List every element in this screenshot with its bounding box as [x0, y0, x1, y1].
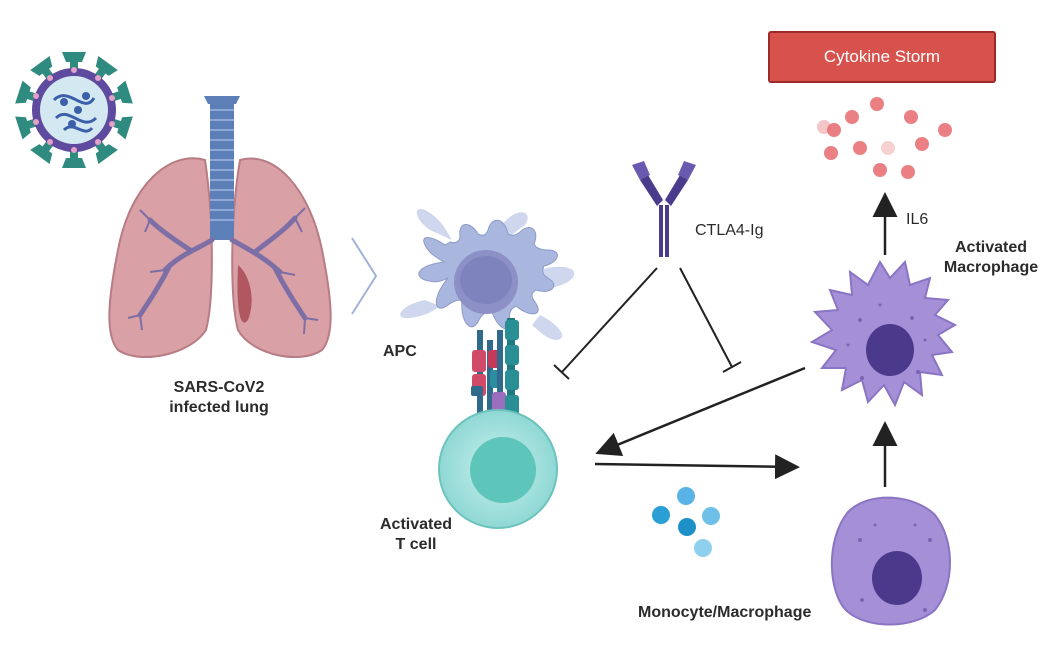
cytokine-particles-icon [817, 97, 952, 179]
inhibition-lines [553, 267, 742, 380]
monocyte-label: Monocyte/Macrophage [638, 604, 812, 621]
lung-label: SARS-CoV2 infected lung [164, 378, 274, 418]
activated-macrophage-label: Activated Macrophage [941, 238, 1041, 278]
cytokine-storm-box: Cytokine Storm [768, 31, 996, 83]
apc-label: APC [383, 343, 417, 360]
cytokine-storm-label: Cytokine Storm [823, 47, 941, 66]
chevron-right-icon [351, 237, 378, 315]
tcell-label-line2: T cell [395, 536, 437, 553]
monocyte-particles-icon [652, 487, 720, 557]
lung-label-line1: SARS-CoV2 [173, 379, 265, 396]
flow-arrows [594, 192, 898, 487]
activated-macrophage-label-line1: Activated [954, 239, 1028, 256]
monocyte-icon [830, 496, 951, 626]
t-cell-icon [438, 409, 558, 529]
coronavirus-icon [15, 52, 133, 168]
macrophage-icon [809, 259, 958, 408]
ctla4-label: CTLA4-Ig [695, 222, 764, 239]
activated-macrophage-label-line2: Macrophage [943, 259, 1039, 276]
antibody-icon [632, 161, 696, 257]
apc-cell-icon [400, 209, 575, 340]
receptor-complex-icon [471, 318, 519, 428]
il6-label: IL6 [906, 211, 929, 228]
tcell-label: Activated T cell [366, 515, 466, 555]
lung-icon [108, 96, 332, 358]
lung-label-line2: infected lung [169, 399, 269, 416]
tcell-label-line1: Activated [379, 516, 453, 533]
